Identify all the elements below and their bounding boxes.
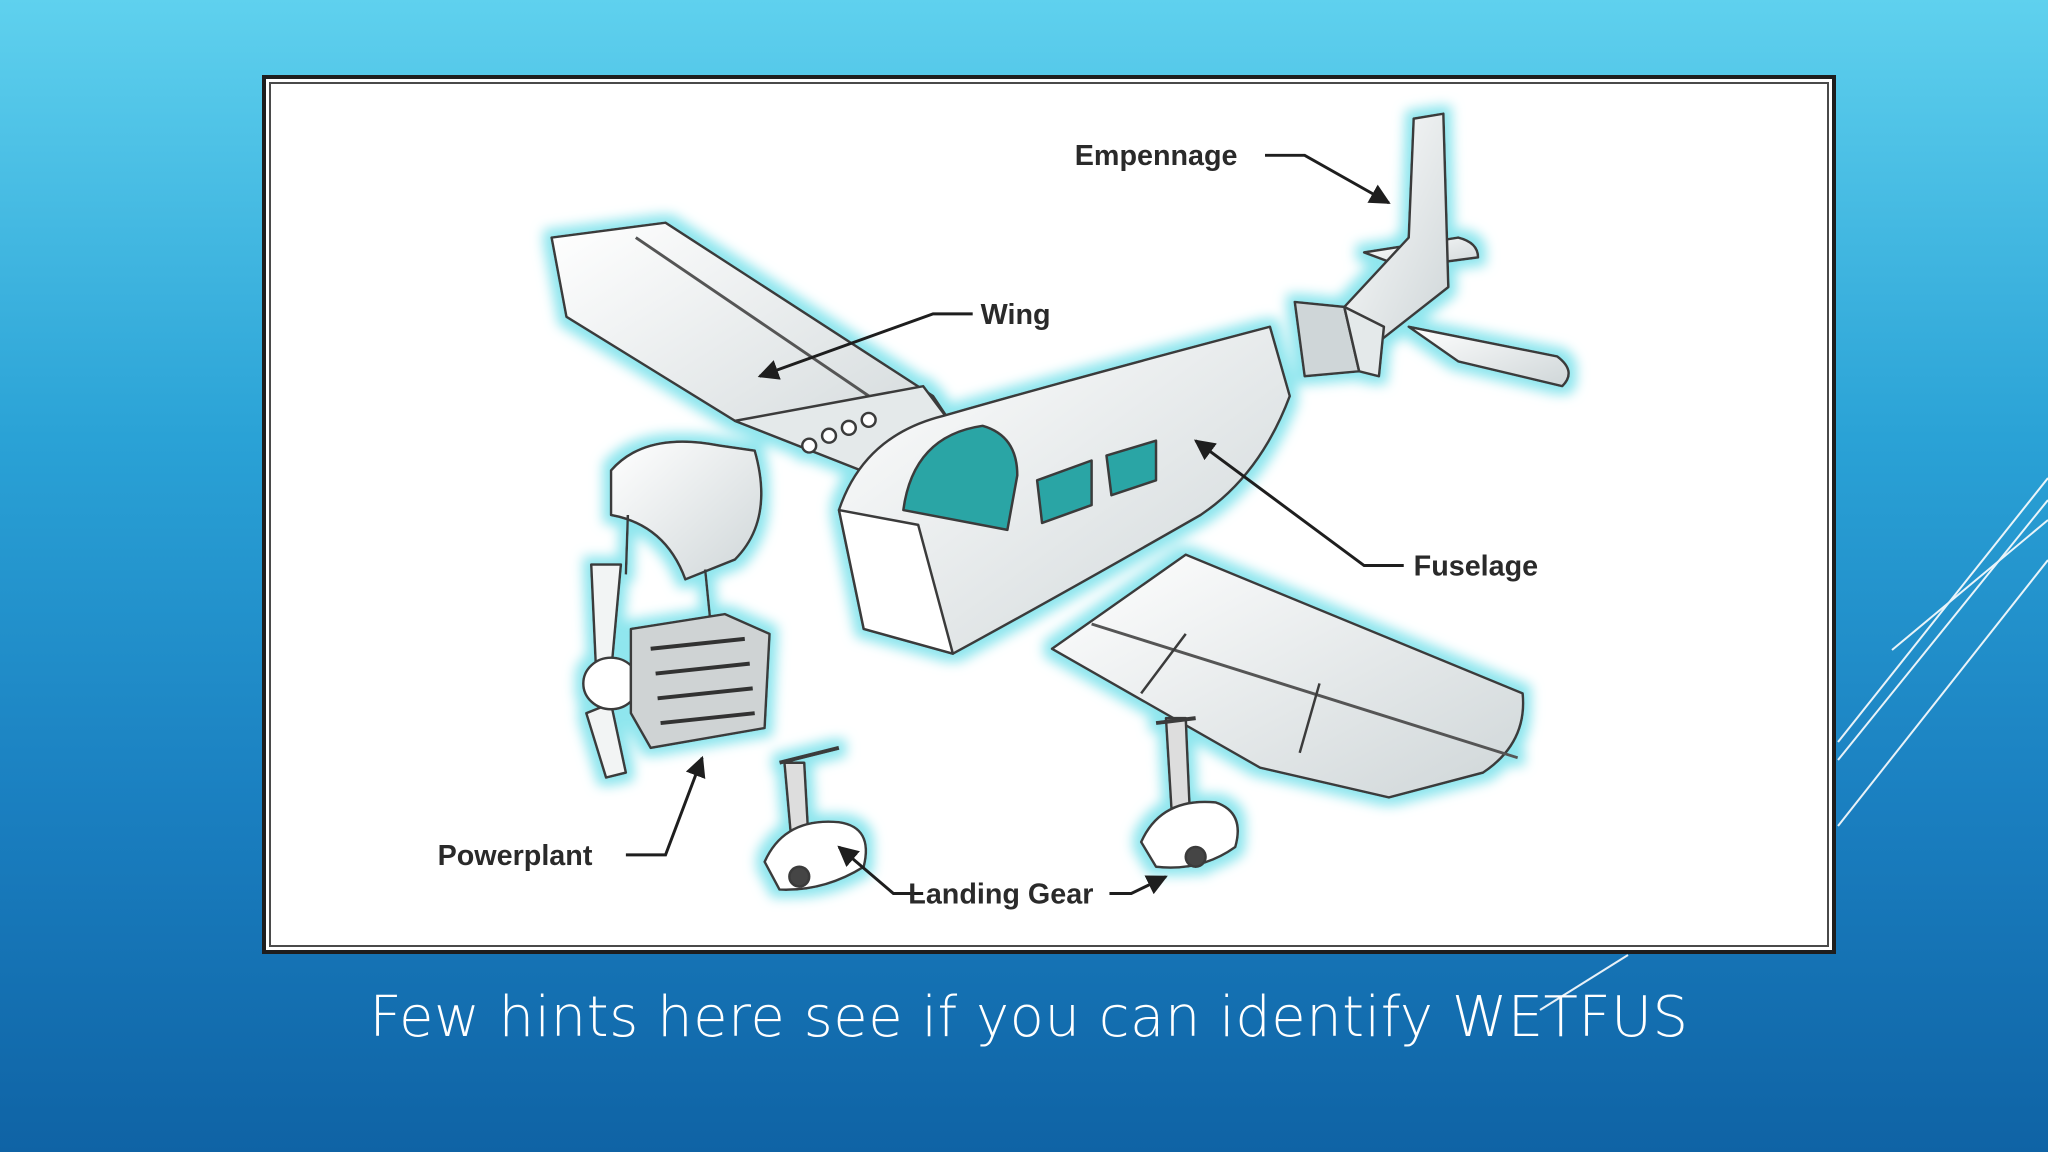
fuselage-leader xyxy=(1193,439,1404,568)
label-landing-gear: Landing Gear xyxy=(908,878,1093,910)
label-empennage: Empennage xyxy=(1075,140,1238,172)
label-powerplant: Powerplant xyxy=(438,840,593,872)
landing-gear-leader-right xyxy=(1109,875,1168,896)
diagram-frame: Empennage Wing Fuselage Powerplant Landi… xyxy=(262,75,1836,954)
main-landing-gear xyxy=(1139,716,1240,869)
label-wing: Wing xyxy=(981,299,1051,331)
wing-leader xyxy=(757,312,973,380)
engine-cowling xyxy=(609,440,763,620)
fuselage-body xyxy=(837,325,1292,655)
slide-caption: Few hints here see if you can identify W… xyxy=(369,985,1689,1050)
powerplant-leader xyxy=(625,755,706,857)
label-fuselage: Fuselage xyxy=(1414,550,1539,582)
right-wing xyxy=(1050,553,1525,799)
empennage-tail xyxy=(1293,112,1570,388)
nose-landing-gear xyxy=(763,745,868,891)
airplane-diagram: Empennage Wing Fuselage Powerplant Landi… xyxy=(438,112,1570,910)
landing-gear-leader-left xyxy=(837,845,924,896)
empennage-leader xyxy=(1265,153,1391,205)
powerplant-assembly xyxy=(582,563,771,779)
